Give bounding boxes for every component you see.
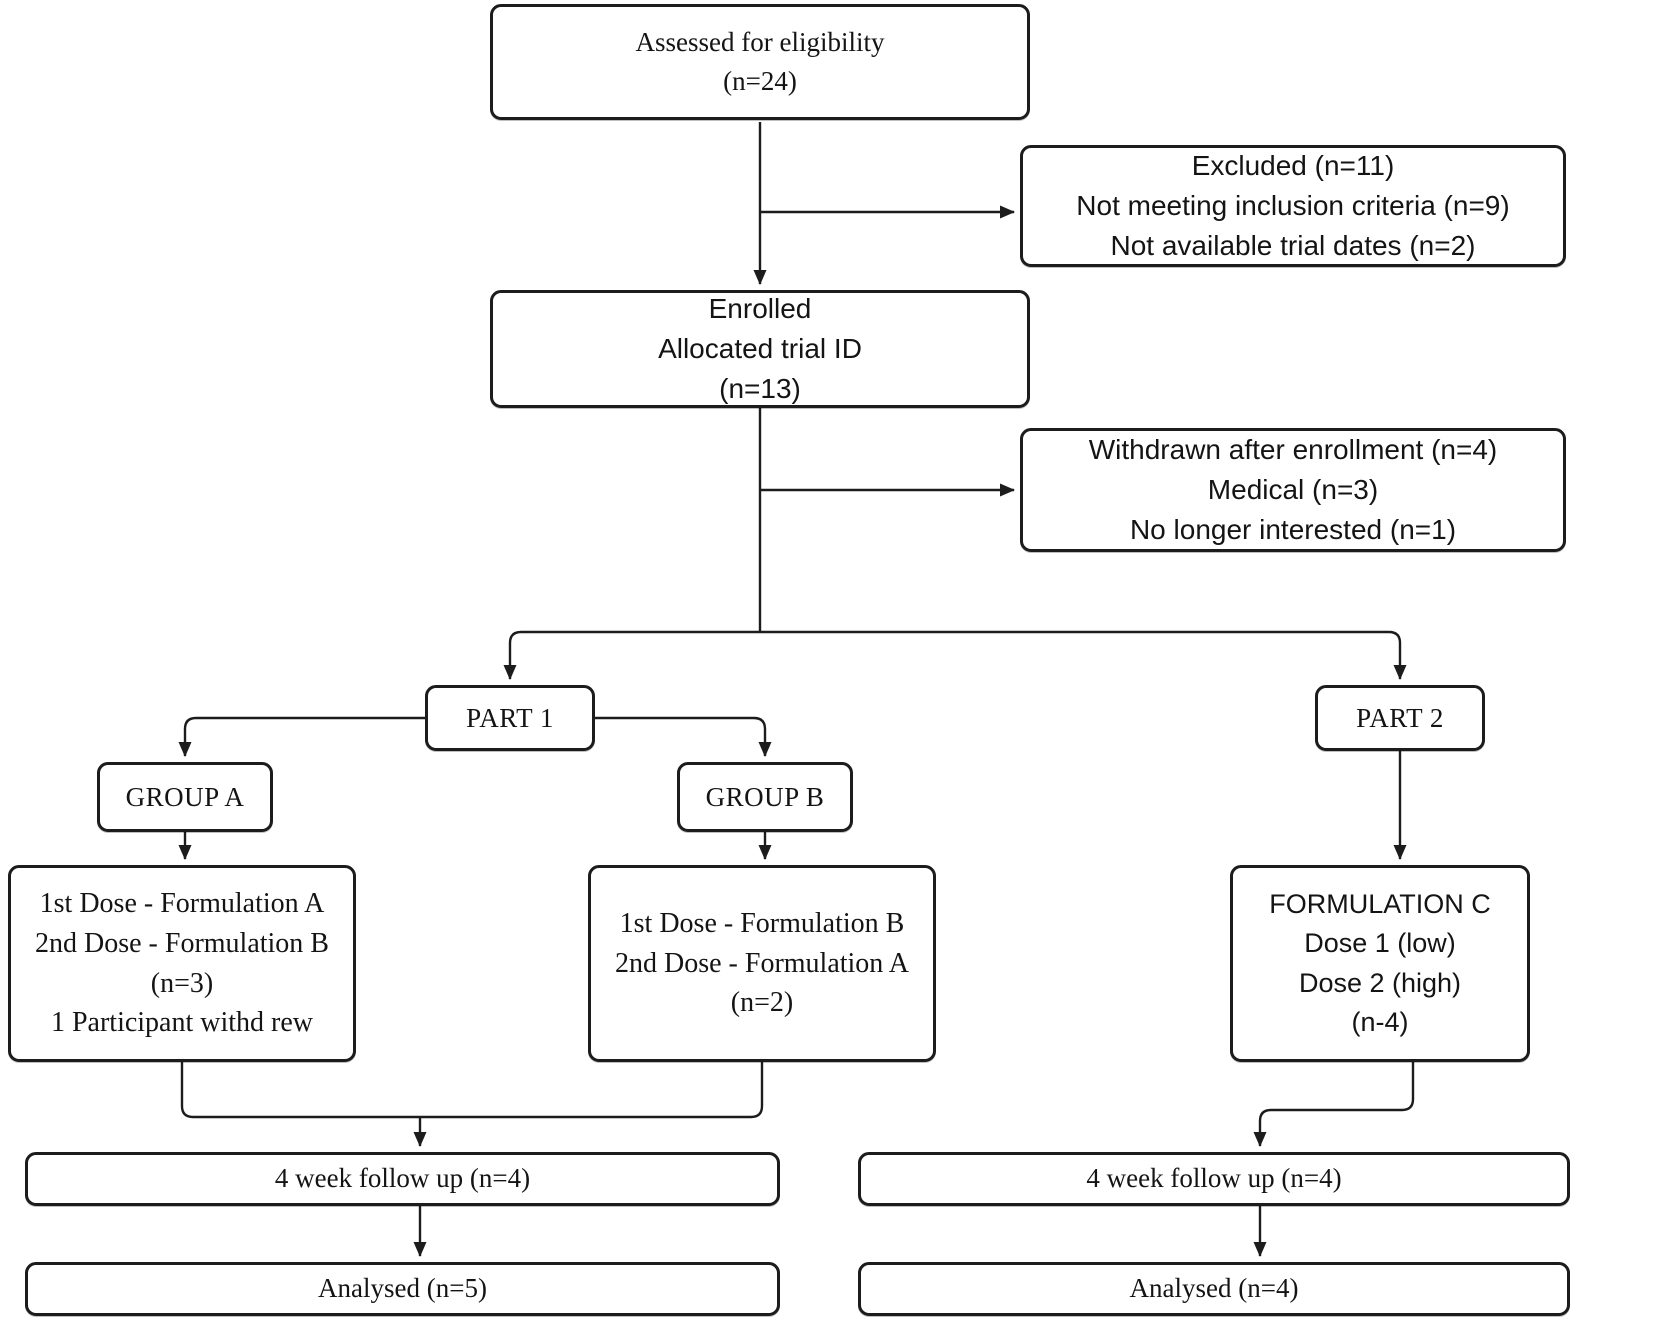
formulation-c-dose-2: Dose 2 (high): [1298, 967, 1462, 998]
assessed-box: Assessed for eligibility (n=24): [490, 4, 1030, 120]
connector-part1-groupA: [178, 716, 425, 757]
withdrawn-reason-1: Medical (n=3): [1207, 474, 1379, 506]
enrolled-box: Enrolled Allocated trial ID (n=13): [490, 290, 1030, 408]
part1-box: PART 1: [425, 685, 595, 751]
enrolled-trial-id: Allocated trial ID: [658, 333, 862, 365]
connector-split-part1: [503, 630, 760, 680]
connector-split-part2: [760, 630, 1407, 680]
analysed-part1-label: Analysed (n=5): [318, 1273, 487, 1304]
group-b-box: GROUP B: [677, 762, 853, 832]
followup-part1-box: 4 week follow up (n=4): [25, 1152, 780, 1206]
excluded-reason-2: Not available trial dates (n=2): [1110, 229, 1476, 261]
group-a-detail-box: 1st Dose - Formulation A 2nd Dose - Form…: [8, 865, 356, 1062]
formulation-c-title: FORMULATION C: [1269, 889, 1491, 920]
formulation-c-count: (n-4): [1351, 1006, 1409, 1037]
assessed-line: Assessed for eligibility: [635, 26, 885, 57]
part2-label: PART 2: [1356, 702, 1444, 733]
followup-part2-box: 4 week follow up (n=4): [858, 1152, 1570, 1206]
formulation-c-box: FORMULATION C Dose 1 (low) Dose 2 (high)…: [1230, 865, 1530, 1062]
analysed-part2-box: Analysed (n=4): [858, 1262, 1570, 1316]
followup-part1-label: 4 week follow up (n=4): [274, 1163, 531, 1194]
group-a-dose-1: 1st Dose - Formulation A: [39, 888, 325, 919]
group-a-count: (n=3): [150, 967, 214, 999]
connector-part1-groupB: [595, 716, 772, 757]
group-b-label: GROUP B: [705, 781, 825, 812]
enrolled-count: (n=13): [719, 372, 801, 404]
withdrawn-box: Withdrawn after enrollment (n=4) Medical…: [1020, 428, 1566, 552]
analysed-part1-box: Analysed (n=5): [25, 1262, 780, 1316]
excluded-line: Excluded (n=11): [1191, 150, 1395, 182]
group-a-withdrew-note: 1 Participant withd rew: [50, 1007, 314, 1039]
part1-label: PART 1: [466, 702, 554, 733]
assessed-count: (n=24): [723, 66, 797, 96]
group-a-dose-2: 2nd Dose - Formulation B: [35, 927, 329, 959]
analysed-part2-label: Analysed (n=4): [1129, 1273, 1299, 1304]
connector-formulationC-followup2: [1253, 1062, 1415, 1147]
group-b-count: (n=2): [730, 987, 794, 1019]
group-b-detail-box: 1st Dose - Formulation B 2nd Dose - Form…: [588, 865, 936, 1062]
part2-box: PART 2: [1315, 685, 1485, 751]
withdrawn-line: Withdrawn after enrollment (n=4): [1088, 434, 1498, 466]
group-b-dose-2: 2nd Dose - Formulation A: [615, 947, 909, 979]
withdrawn-reason-2: No longer interested (n=1): [1129, 513, 1457, 545]
connector-merge-bar: [180, 1062, 764, 1119]
group-b-dose-1: 1st Dose - Formulation B: [619, 907, 905, 939]
formulation-c-dose-1: Dose 1 (low): [1304, 928, 1456, 959]
group-a-box: GROUP A: [97, 762, 273, 832]
followup-part2-label: 4 week follow up (n=4): [1086, 1163, 1342, 1194]
group-a-label: GROUP A: [125, 781, 245, 812]
excluded-box: Excluded (n=11) Not meeting inclusion cr…: [1020, 145, 1566, 267]
excluded-reason-1: Not meeting inclusion criteria (n=9): [1076, 190, 1510, 222]
enrolled-line: Enrolled: [708, 293, 812, 325]
